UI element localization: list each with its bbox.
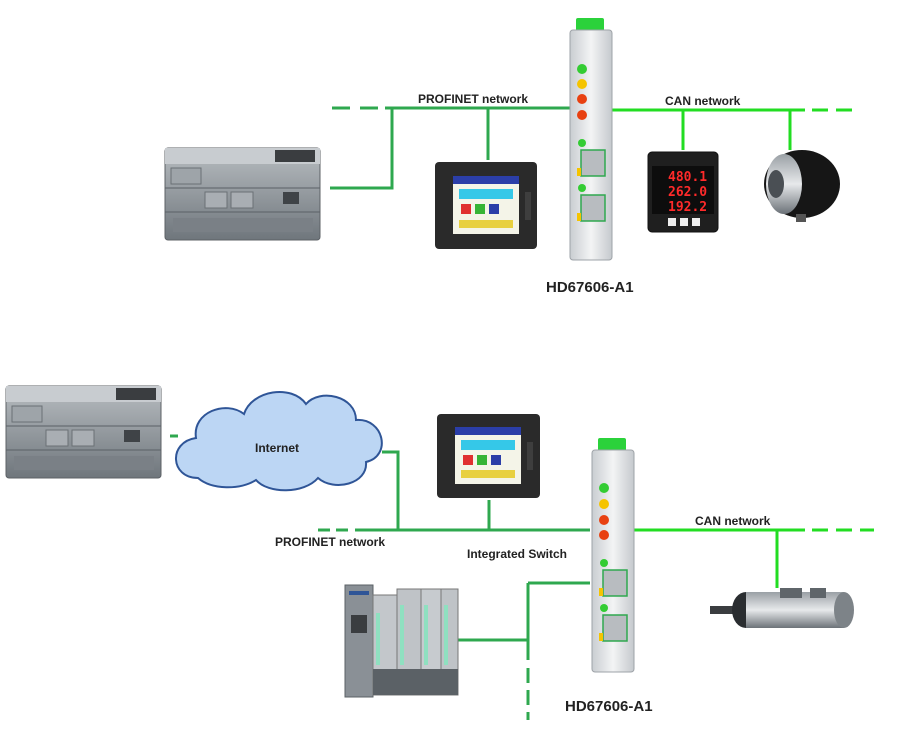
status-led-yellow <box>599 499 609 509</box>
bottom-profinet-label: PROFINET network <box>275 535 385 549</box>
top-plc <box>164 147 321 241</box>
top-power-meter: 480.1 262.0 192.2 <box>647 151 719 233</box>
port-led-green <box>600 604 608 612</box>
status-led-red <box>577 110 587 120</box>
top-can-label: CAN network <box>665 94 741 108</box>
bottom-gateway-device <box>591 438 635 673</box>
status-led-green <box>599 483 609 493</box>
top-gateway-label: HD67606-A1 <box>546 279 634 296</box>
status-led-red <box>599 530 609 540</box>
ethernet-port <box>602 569 628 597</box>
top-diagram: PROFINET network CAN network <box>164 18 852 296</box>
top-profinet-wires <box>330 106 572 190</box>
top-hmi-panel <box>435 162 537 249</box>
bottom-diagram: Internet PROFINET network Integrated Swi… <box>5 385 874 720</box>
port-led-green <box>600 559 608 567</box>
top-rotary-encoder <box>764 150 840 222</box>
internet-cloud: Internet <box>175 390 383 492</box>
bottom-gateway-label: HD67606-A1 <box>565 698 653 715</box>
bottom-plc <box>5 385 162 479</box>
servo-motor <box>710 588 854 628</box>
meter-reading: 192.2 <box>668 200 707 215</box>
top-can-wires <box>612 108 852 150</box>
port-led-green <box>578 139 586 147</box>
bottom-can-label: CAN network <box>695 514 771 528</box>
status-led-red <box>599 515 609 525</box>
internet-label: Internet <box>255 441 299 455</box>
bottom-profinet-wires <box>170 434 590 720</box>
top-profinet-label: PROFINET network <box>418 92 528 106</box>
bottom-hmi-panel <box>437 414 540 498</box>
port-led-green <box>578 184 586 192</box>
ethernet-port <box>580 194 606 222</box>
status-led-red <box>577 94 587 104</box>
bottom-can-wires <box>632 528 874 588</box>
ethernet-port <box>580 149 606 177</box>
meter-reading: 480.1 <box>668 170 707 185</box>
integrated-switch-label: Integrated Switch <box>467 547 567 561</box>
ethernet-port <box>602 614 628 642</box>
meter-reading: 262.0 <box>668 185 707 200</box>
status-led-yellow <box>577 79 587 89</box>
top-gateway-device <box>569 18 613 261</box>
status-led-green <box>577 64 587 74</box>
remote-io-module <box>344 584 459 698</box>
